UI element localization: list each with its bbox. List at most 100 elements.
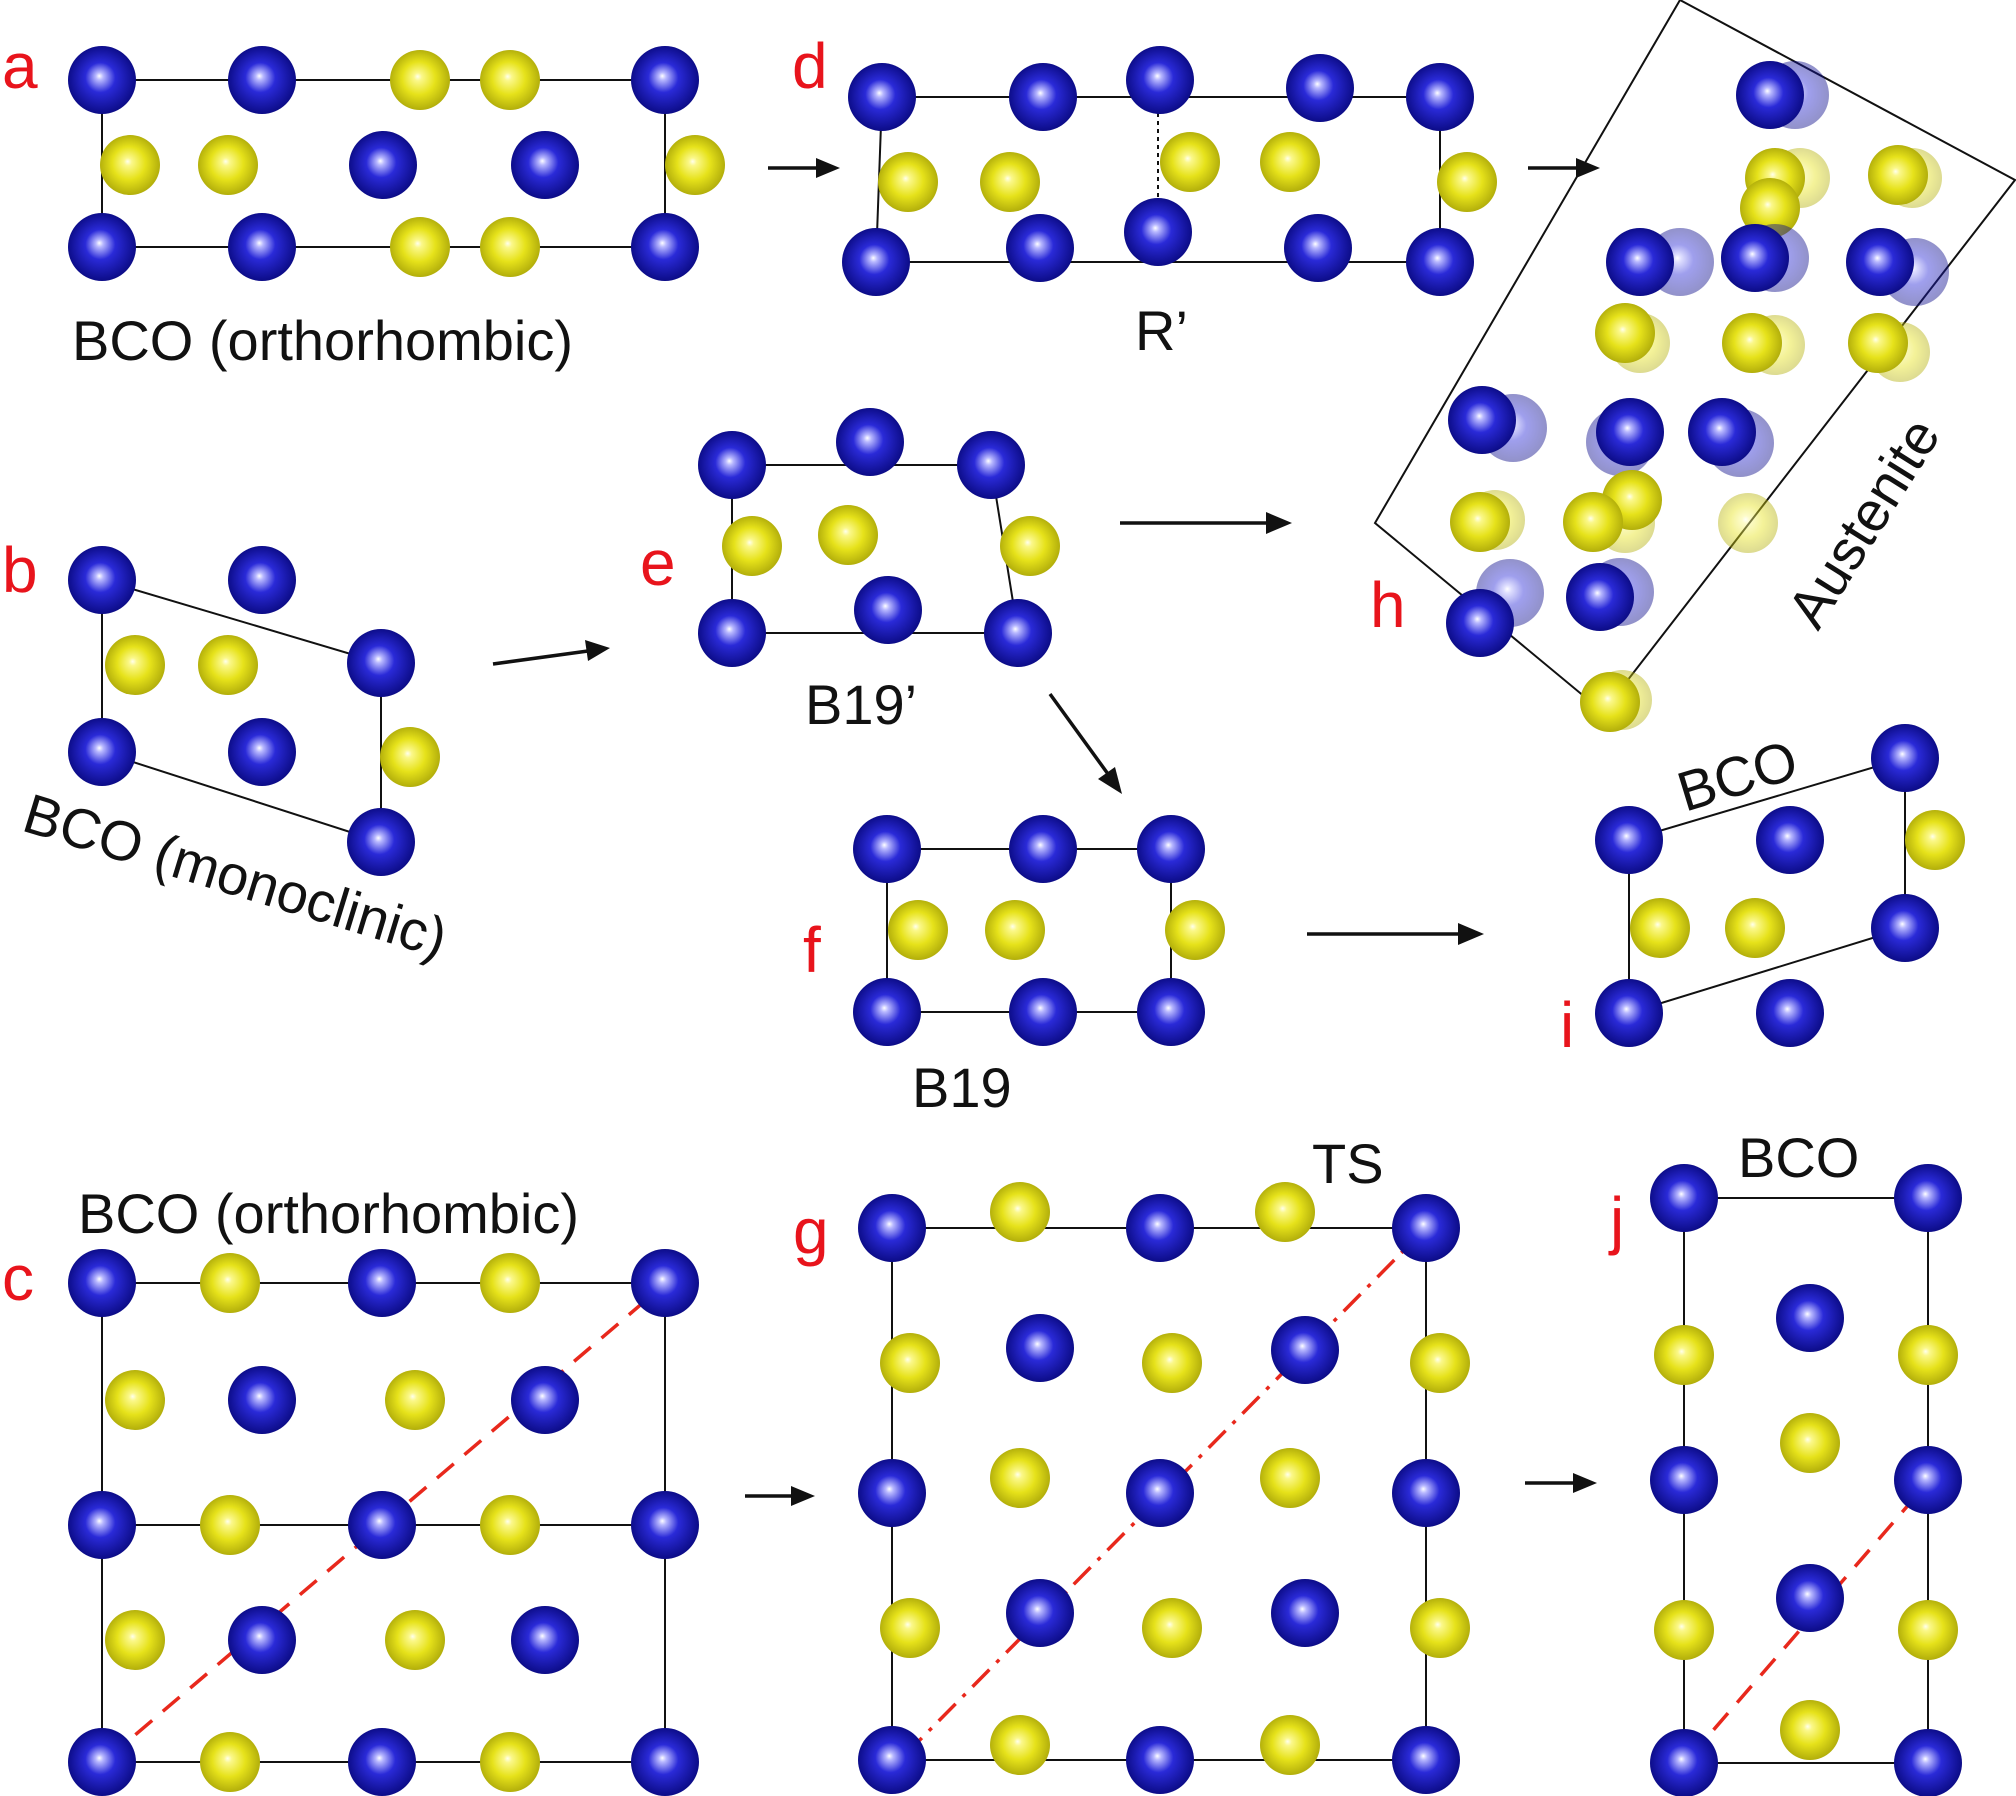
- atom-blue: [1595, 979, 1663, 1047]
- atom-yellow: [198, 635, 258, 695]
- atom-blue: [957, 431, 1025, 499]
- atom-yellow: [1905, 810, 1965, 870]
- atom-yellow: [1722, 313, 1782, 373]
- arrow-f-to-i: [1307, 923, 1484, 945]
- atom-yellow: [200, 1732, 260, 1792]
- atom-yellow: [985, 900, 1045, 960]
- atom-yellow: [888, 900, 948, 960]
- panel-letter-b: b: [2, 534, 38, 606]
- atom-blue: [854, 576, 922, 644]
- atom-blue: [698, 431, 766, 499]
- label-a: BCO (orthorhombic): [72, 309, 573, 372]
- atom-blue: [228, 1606, 296, 1674]
- atom-blue: [836, 408, 904, 476]
- atom-blue: [228, 46, 296, 114]
- transition-arrows: [492, 158, 1600, 1506]
- atom-blue: [1137, 815, 1205, 883]
- panel-letter-i: i: [1560, 989, 1574, 1061]
- atom-blue: [631, 1491, 699, 1559]
- atom-blue: [1894, 1446, 1962, 1514]
- atom-yellow: [1725, 898, 1785, 958]
- arrow-e-to-f: [1048, 692, 1122, 794]
- atom-blue: [1756, 806, 1824, 874]
- atom-blue: [1894, 1729, 1962, 1796]
- atom-yellow: [1898, 1325, 1958, 1385]
- atom-blue: [1009, 978, 1077, 1046]
- atom-yellow: [480, 217, 540, 277]
- atom-blue: [1286, 54, 1354, 122]
- atom-blue: [984, 599, 1052, 667]
- atom-blue: [1736, 61, 1804, 129]
- atom-yellow: [1255, 1182, 1315, 1242]
- atom-blue: [1846, 228, 1914, 296]
- atom-yellow: [1142, 1333, 1202, 1393]
- atom-yellow: [1260, 1448, 1320, 1508]
- atom-blue: [1650, 1164, 1718, 1232]
- atom-blue: [842, 228, 910, 296]
- label-c: BCO (orthorhombic): [78, 1182, 579, 1245]
- atom-blue: [511, 1606, 579, 1674]
- arrow-e-to-h: [1120, 512, 1292, 534]
- atom-yellow: [385, 1610, 445, 1670]
- atom-blue: [1006, 214, 1074, 282]
- panel-letter-a: a: [2, 30, 38, 102]
- atom-blue: [1606, 228, 1674, 296]
- atom-blue: [631, 46, 699, 114]
- atom-yellow: [878, 152, 938, 212]
- atom-yellow: [480, 1495, 540, 1555]
- atom-yellow: [480, 1253, 540, 1313]
- atom-blue: [853, 978, 921, 1046]
- atom-blue: [1871, 724, 1939, 792]
- atom-blue: [228, 718, 296, 786]
- atom-blue: [1006, 1579, 1074, 1647]
- atom-yellow: [990, 1715, 1050, 1775]
- atom-blue: [348, 1249, 416, 1317]
- atom-yellow: [722, 516, 782, 576]
- label-j: BCO: [1738, 1126, 1859, 1189]
- atom-blue: [1006, 1314, 1074, 1382]
- atom-yellow: [1868, 145, 1928, 205]
- atom-yellow: [200, 1253, 260, 1313]
- atom-yellow: [105, 635, 165, 695]
- label-g: TS: [1312, 1132, 1384, 1195]
- atom-yellow: [1780, 1413, 1840, 1473]
- atom-yellow: [105, 1370, 165, 1430]
- atom-blue: [348, 1491, 416, 1559]
- atom-blue: [1776, 1284, 1844, 1352]
- atoms: [68, 46, 1965, 1796]
- atom-blue: [1126, 1726, 1194, 1794]
- atom-blue: [1271, 1579, 1339, 1647]
- atom-yellow: [1410, 1333, 1470, 1393]
- atom-yellow: [100, 135, 160, 195]
- atom-yellow: [1898, 1600, 1958, 1660]
- atom-yellow: [1740, 178, 1800, 238]
- atom-blue: [1124, 198, 1192, 266]
- atom-blue: [1650, 1729, 1718, 1796]
- panel-letters: a d b e h f i c g j: [2, 30, 1624, 1314]
- guide-line-g: [903, 1230, 1424, 1757]
- atom-yellow: [880, 1333, 940, 1393]
- atom-blue: [1446, 589, 1514, 657]
- atom-blue: [68, 213, 136, 281]
- atom-yellow: [1165, 900, 1225, 960]
- atom-blue: [68, 1249, 136, 1317]
- label-d: R’: [1135, 299, 1188, 362]
- atom-yellow: [1260, 1715, 1320, 1775]
- atom-blue: [68, 1728, 136, 1796]
- atom-blue: [68, 546, 136, 614]
- atom-blue: [1126, 1194, 1194, 1262]
- arrow-d-to-h: [1528, 158, 1600, 178]
- atom-blue: [1392, 1459, 1460, 1527]
- cell-j: [1683, 1197, 1929, 1764]
- atom-yellow: [390, 217, 450, 277]
- arrow-a-to-d: [768, 158, 840, 178]
- atom-yellow: [818, 505, 878, 565]
- arrow-b-to-e: [492, 640, 610, 666]
- atom-blue: [1392, 1726, 1460, 1794]
- atom-blue: [347, 629, 415, 697]
- atom-blue: [858, 1459, 926, 1527]
- atom-blue: [1126, 46, 1194, 114]
- atom-blue: [1688, 398, 1756, 466]
- atom-blue: [348, 1728, 416, 1796]
- atom-blue: [853, 815, 921, 883]
